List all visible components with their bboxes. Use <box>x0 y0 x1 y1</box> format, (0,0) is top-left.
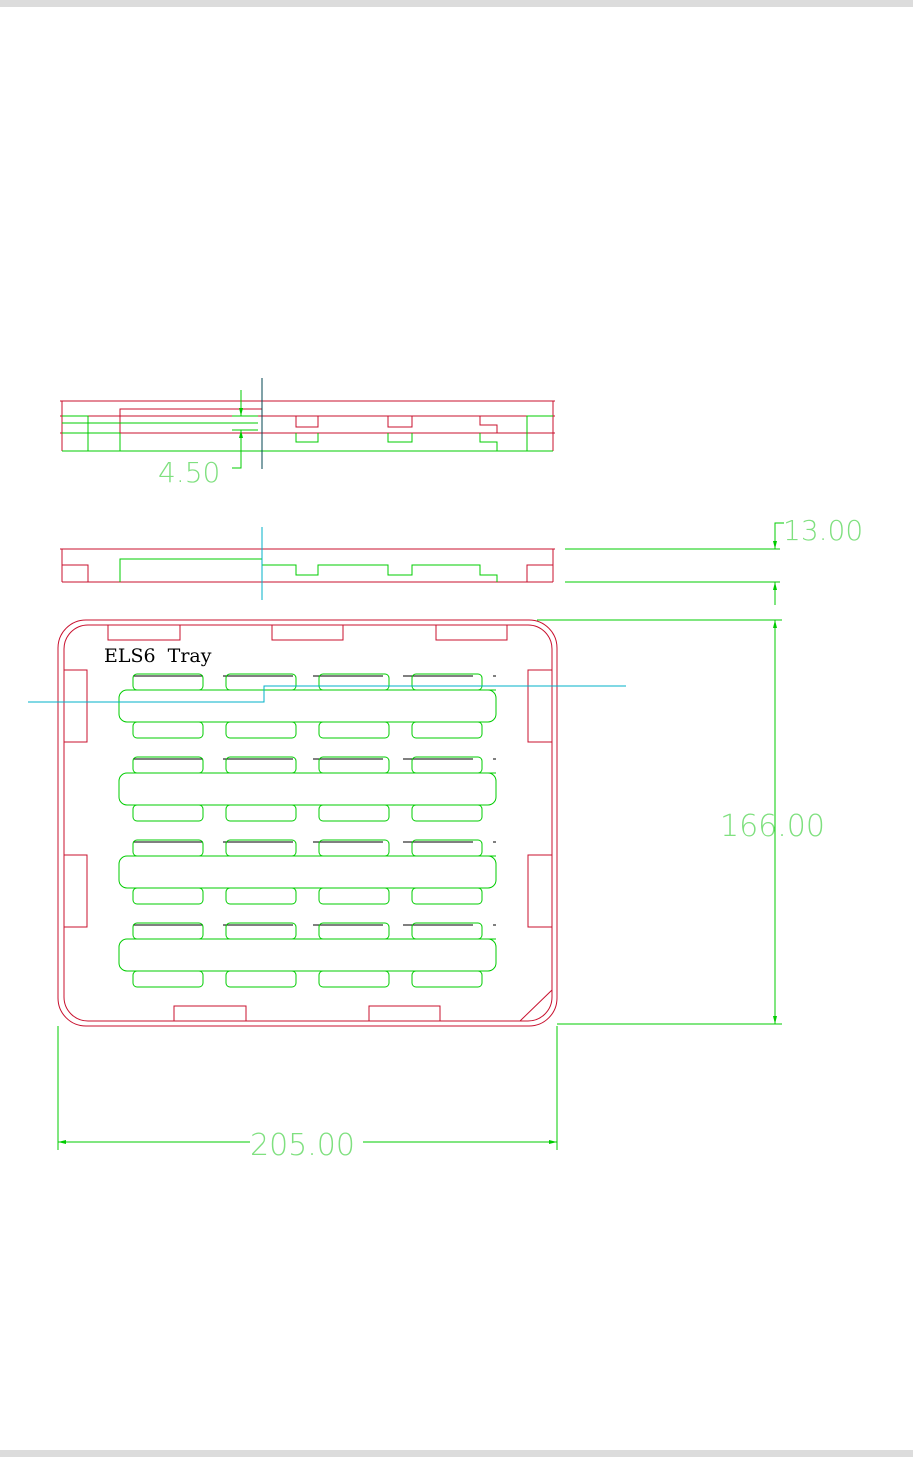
step-height-dimension: 4.50 <box>158 390 258 489</box>
step-height-label: 4.50 <box>158 456 220 489</box>
tray-width-label: 205.00 <box>250 1128 355 1163</box>
side-view-detail: 4.50 <box>60 378 555 489</box>
tray-top-view: ELS6 Tray <box>28 620 626 1026</box>
tray-label: ELS6 Tray <box>104 645 212 667</box>
pocket-row-1 <box>119 674 496 738</box>
pocket-row-4 <box>119 923 496 987</box>
section-line <box>28 686 626 702</box>
pocket-row-3 <box>119 840 496 904</box>
tray-width-dimension: 205.00 <box>58 1026 557 1163</box>
side-view <box>60 527 555 600</box>
tray-depth-dimension: 166.00 <box>537 620 825 1024</box>
pocket-row-2 <box>119 757 496 821</box>
tray-depth-label: 166.00 <box>720 809 825 844</box>
tray-height-dimension: 13.00 <box>565 514 863 605</box>
tray-height-label: 13.00 <box>783 514 863 547</box>
